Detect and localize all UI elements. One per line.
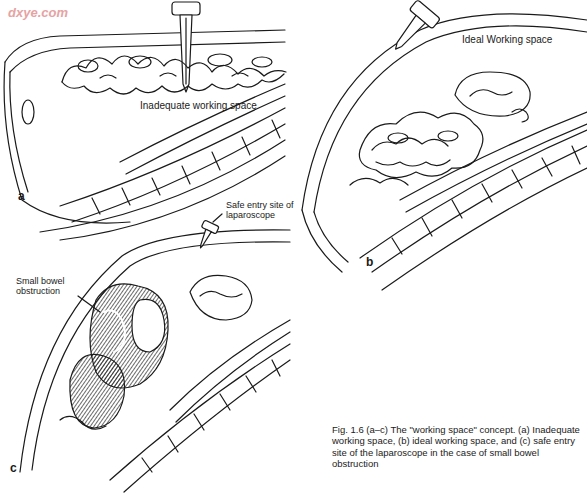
figure-label: Inadequate working space — [140, 100, 290, 112]
panel-letter: c — [10, 462, 17, 476]
figure-caption: Fig. 1.6 (a–c) The "working space" conce… — [332, 424, 582, 470]
figure-label: Small bowel obstruction — [16, 276, 82, 297]
figure-label: Ideal Working space — [462, 34, 582, 46]
panel-c-illustration — [20, 214, 290, 492]
panel-letter: b — [366, 256, 373, 270]
panel-letter: a — [18, 190, 25, 204]
figure-label: Safe entry site of laparoscope — [226, 200, 296, 221]
panel-b-illustration — [302, 0, 587, 290]
watermark: dxye.com — [8, 6, 118, 21]
